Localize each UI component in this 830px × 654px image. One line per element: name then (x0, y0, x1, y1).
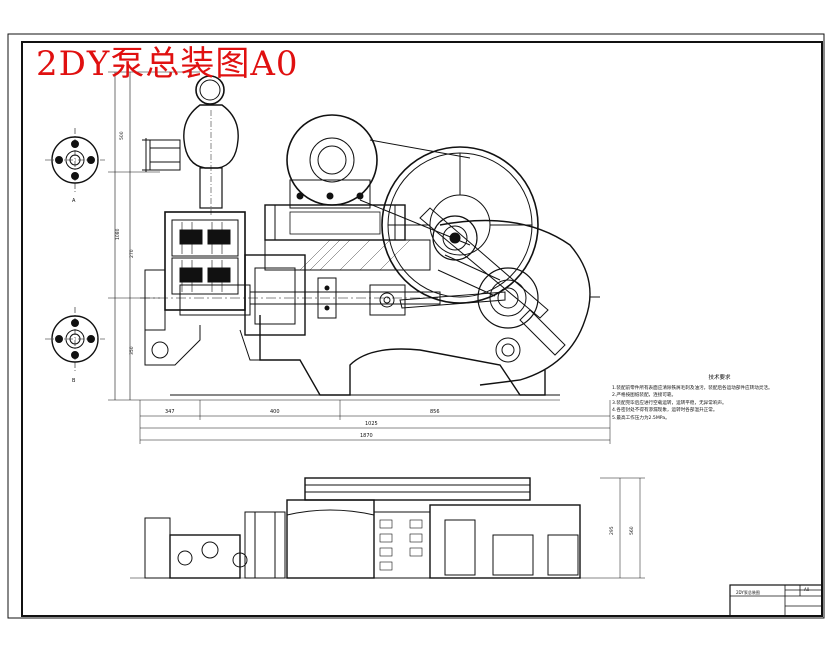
flange-view-b (45, 307, 105, 371)
dim-350: 350 (129, 346, 135, 355)
dim-1025: 1025 (365, 421, 378, 427)
dim-400: 400 (270, 409, 280, 415)
section-label-a: A (72, 198, 76, 204)
sheet-inner-frame (21, 41, 823, 617)
section-label-b: B (72, 378, 76, 384)
dim-270: 270 (129, 249, 135, 258)
title-block-name: 2DY泵总装图 (736, 590, 760, 595)
main-dimensions (139, 400, 611, 444)
flange-view-a (45, 128, 105, 192)
dim-500: 500 (119, 131, 125, 140)
dim-560: 560 (629, 526, 635, 535)
note-line: 4.各密封处不得有渗漏现象，运转时各部温升正常。 (612, 408, 718, 414)
drawing-title: 2DY泵总装图A0 (36, 44, 299, 84)
note-line: 1.装配前零件所有表面应清除铁屑毛刺及油污，装配后各运动部件应转动灵活。 (612, 385, 773, 391)
dim-295: 295 (609, 526, 615, 535)
dim-856: 856 (430, 409, 440, 415)
title-block (729, 584, 823, 617)
sheet-outer-frame (7, 33, 825, 619)
note-line: 2.严格按图纸装配，连接可靠。 (612, 393, 677, 399)
top-view (130, 477, 645, 579)
dim-1080: 1080 (115, 228, 121, 240)
notes-title: 技术要求 (708, 375, 731, 381)
main-section-view (108, 71, 600, 401)
dim-347: 347 (165, 409, 175, 415)
title-block-code: A0 (804, 587, 810, 592)
dim-1870: 1870 (360, 433, 373, 439)
technical-requirements: 技术要求 1.装配前零件所有表面应清除铁屑毛刺及油污，装配后各运动部件应转动灵活… (612, 375, 827, 423)
note-line: 5.最高工作压力为2.5MPa。 (612, 415, 670, 421)
note-line: 3.装配完毕后应进行空载运转，运转平稳，无异常响声。 (612, 400, 727, 406)
